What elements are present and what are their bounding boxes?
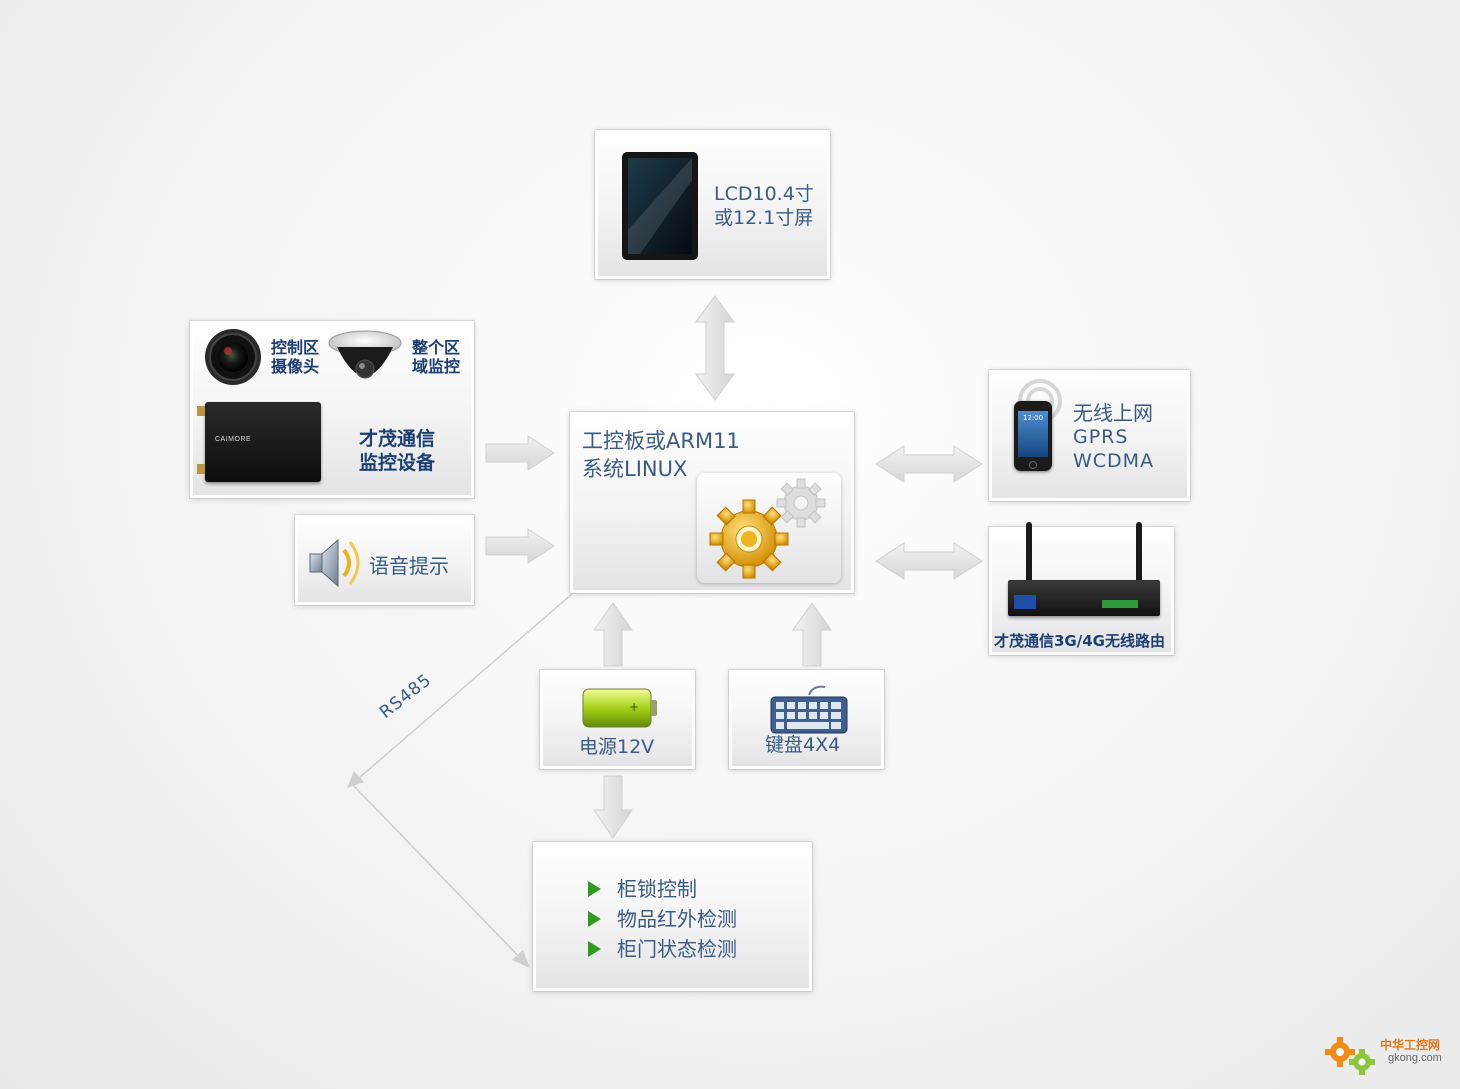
router-antenna-left: [1026, 522, 1032, 584]
dome-camera-icon: [328, 330, 402, 379]
core-router-double-arrow: [875, 542, 983, 580]
controls-box: 柜锁控制 物品红外检测 柜门状态检测: [533, 842, 812, 991]
smartphone-icon: 12:00: [1014, 401, 1052, 471]
router-ports: [1102, 600, 1138, 608]
tablet-icon: [622, 152, 698, 260]
speaker-icon: [309, 538, 360, 588]
rs485-connector: [347, 593, 573, 968]
watermark-line1: 中华工控网: [1380, 1038, 1441, 1052]
smartphone-time: 12:00: [1022, 414, 1044, 422]
router-antenna-right: [1136, 522, 1142, 584]
lcd-core-double-arrow: [695, 295, 735, 401]
core-label-line2: 系统LINUX: [582, 457, 688, 481]
power-to-core-arrow: [593, 602, 633, 667]
power-box: + 电源12V: [540, 670, 695, 769]
lcd-label-line2: 或12.1寸屏: [714, 207, 814, 229]
camera1-label-line1: 控制区: [271, 338, 320, 357]
dtu-device-brand: CAIMORE: [215, 436, 252, 443]
router-icon: [1008, 580, 1160, 616]
wireless-label-line3: WCDMA: [1073, 450, 1155, 472]
smartphone-home-button: [1029, 461, 1037, 469]
camera2-label-line1: 整个区: [412, 338, 461, 357]
keyboard-icon: [770, 685, 848, 734]
keyboard-to-core-arrow: [792, 602, 832, 667]
dtu-device-icon: CAIMORE: [197, 402, 321, 482]
svg-text:+: +: [629, 700, 639, 714]
core-wireless-double-arrow: [875, 445, 983, 483]
lcd-box: LCD10.4寸 或12.1寸屏: [595, 130, 830, 279]
camera2-label-line2: 域监控: [412, 357, 461, 376]
control-item-label: 柜锁控制: [617, 877, 697, 901]
camera-to-core-arrow: [485, 435, 555, 471]
dtu-antenna-connector: [197, 464, 205, 474]
gear-icon: [709, 478, 826, 579]
battery-icon: +: [582, 688, 657, 728]
router-box: 才茂通信3G/4G无线路由: [989, 522, 1174, 655]
power-label: 电源12V: [579, 736, 655, 758]
voice-box: 语音提示: [295, 515, 474, 605]
wireless-label-line1: 无线上网: [1073, 401, 1153, 425]
play-bullet-icon: [588, 911, 601, 927]
voice-to-core-arrow: [485, 528, 555, 564]
smartphone-screen: 12:00: [1018, 411, 1048, 457]
lcd-label-line1: LCD10.4寸: [714, 183, 814, 205]
watermark: 中华工控网 gkong.com: [1322, 1030, 1452, 1082]
camera-panel: 控制区 摄像头 整个区 域监控 CAIMORE 才茂通信 监控设备: [190, 321, 474, 498]
router-logo: [1014, 595, 1036, 609]
control-item-label: 物品红外检测: [617, 907, 737, 931]
device-label-line2: 监控设备: [359, 452, 436, 474]
wireless-label-line2: GPRS: [1073, 426, 1129, 448]
control-item-label: 柜门状态检测: [617, 937, 737, 961]
camera-lens-icon: [205, 329, 261, 385]
dtu-antenna-connector: [197, 406, 205, 416]
play-bullet-icon: [588, 941, 601, 957]
wireless-box: 12:00 无线上网 GPRS WCDMA: [989, 370, 1190, 501]
router-label: 才茂通信3G/4G无线路由: [994, 632, 1165, 650]
core-box: 工控板或ARM11 系统LINUX: [570, 412, 854, 593]
watermark-gear-icon: [1325, 1037, 1375, 1075]
power-to-controls-arrow: [593, 775, 633, 839]
watermark-line2: gkong.com: [1388, 1052, 1442, 1064]
camera1-label-line2: 摄像头: [271, 357, 320, 376]
settings-tile: [697, 473, 841, 583]
voice-label: 语音提示: [369, 554, 449, 578]
keyboard-box: 键盘4X4: [729, 670, 884, 769]
keyboard-label: 键盘4X4: [765, 734, 841, 756]
play-bullet-icon: [588, 881, 601, 897]
core-label-line1: 工控板或ARM11: [582, 429, 740, 453]
device-label-line1: 才茂通信: [359, 428, 436, 450]
